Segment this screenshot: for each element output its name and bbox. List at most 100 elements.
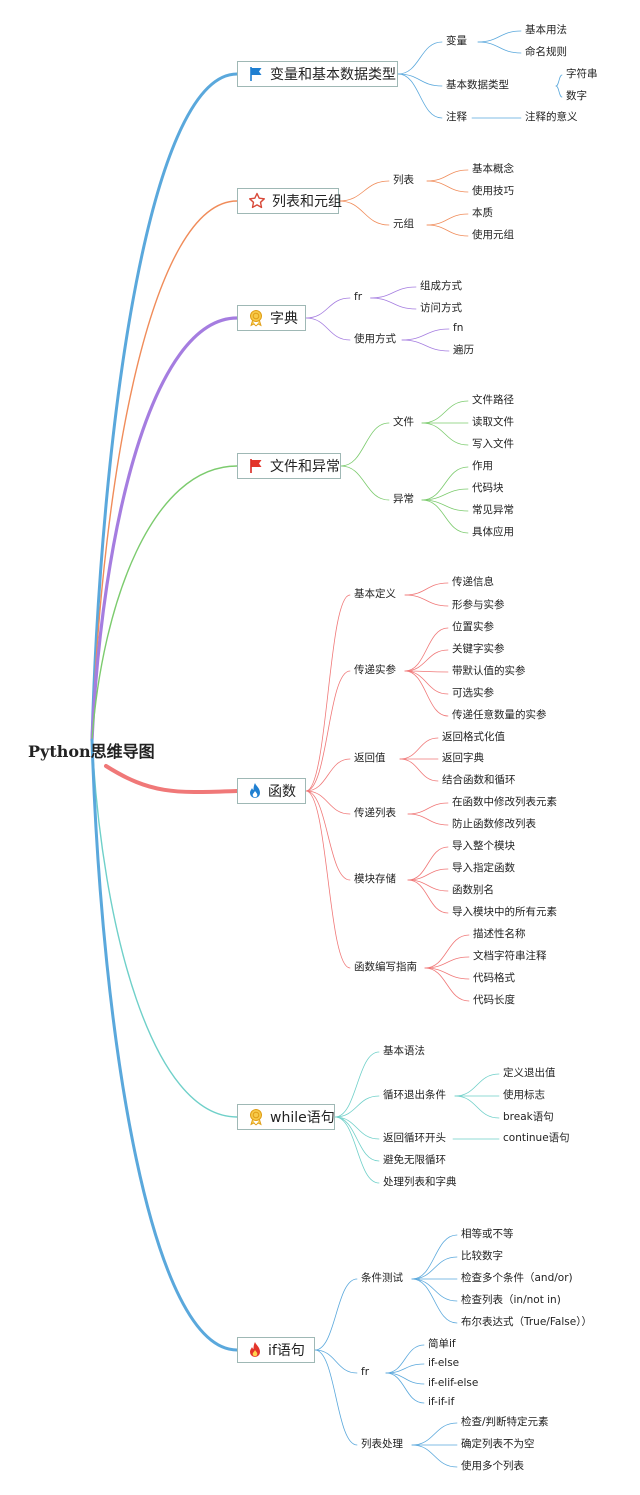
leaf-node[interactable]: 确定列表不为空 bbox=[461, 1438, 535, 1450]
leaf-node[interactable]: 可选实参 bbox=[452, 687, 494, 699]
main-branch-line bbox=[90, 738, 239, 1352]
subtopic-node[interactable]: 模块存储 bbox=[354, 873, 396, 885]
leaf-node[interactable]: 使用元组 bbox=[472, 229, 514, 241]
leaf-node[interactable]: 常见异常 bbox=[472, 504, 514, 516]
blue-flag-icon bbox=[248, 65, 264, 83]
leaf-node[interactable]: continue语句 bbox=[503, 1132, 570, 1144]
leaf-node[interactable]: 关键字实参 bbox=[452, 643, 505, 655]
subtopic-node[interactable]: 传递列表 bbox=[354, 807, 396, 819]
branch-functions[interactable]: 函数 bbox=[237, 778, 306, 804]
leaf-node[interactable]: 在函数中修改列表元素 bbox=[452, 796, 557, 808]
subtopic-node[interactable]: 注释 bbox=[446, 111, 467, 123]
subtopic-node[interactable]: fr bbox=[361, 1366, 370, 1378]
subtopic-node[interactable]: 函数编写指南 bbox=[354, 961, 417, 973]
leaf-node[interactable]: 访问方式 bbox=[420, 302, 462, 314]
leaf-node[interactable]: 形参与实参 bbox=[452, 599, 505, 611]
leaf-node[interactable]: 数字 bbox=[566, 90, 587, 102]
leaf-node[interactable]: 具体应用 bbox=[472, 526, 514, 538]
leaf-connector-line bbox=[399, 758, 439, 782]
leaf-node[interactable]: 本质 bbox=[472, 207, 493, 219]
leaf-node[interactable]: 使用技巧 bbox=[472, 185, 514, 197]
subtopic-node[interactable]: 条件测试 bbox=[361, 1272, 403, 1284]
subtopic-node[interactable]: 处理列表和字典 bbox=[383, 1176, 457, 1188]
leaf-node[interactable]: 作用 bbox=[472, 460, 493, 472]
leaf-node[interactable]: 检查列表（in/not in) bbox=[461, 1294, 561, 1306]
branch-variables[interactable]: 变量和基本数据类型 bbox=[237, 61, 398, 87]
branch-files-exceptions[interactable]: 文件和异常 bbox=[237, 453, 341, 479]
leaf-node[interactable]: 返回格式化值 bbox=[442, 731, 505, 743]
subtopic-node[interactable]: 元组 bbox=[393, 218, 414, 230]
leaf-node[interactable]: 写入文件 bbox=[472, 438, 514, 450]
leaf-node[interactable]: fn bbox=[453, 322, 464, 334]
leaf-node[interactable]: 基本用法 bbox=[525, 24, 567, 36]
leaf-connector-line bbox=[421, 466, 469, 501]
leaf-node[interactable]: 结合函数和循环 bbox=[442, 774, 516, 786]
leaf-node[interactable]: 导入整个模块 bbox=[452, 840, 515, 852]
award-icon bbox=[248, 309, 264, 327]
sub-branch-line bbox=[305, 790, 351, 881]
leaf-connector-line bbox=[407, 846, 449, 881]
subtopic-node[interactable]: 传递实参 bbox=[354, 664, 396, 676]
subtopic-node[interactable]: 避免无限循环 bbox=[383, 1154, 446, 1166]
leaf-node[interactable]: 文件路径 bbox=[472, 394, 514, 406]
red-flag-icon bbox=[248, 457, 264, 475]
leaf-node[interactable]: 导入指定函数 bbox=[452, 862, 515, 874]
subtopic-node[interactable]: 返回循环开头 bbox=[383, 1132, 446, 1144]
leaf-connector-line bbox=[421, 422, 469, 446]
branch-lists-tuples[interactable]: 列表和元组 bbox=[237, 188, 342, 214]
subtopic-node[interactable]: 列表 bbox=[393, 174, 414, 186]
subtopic-node[interactable]: 变量 bbox=[446, 35, 467, 47]
subtopic-node[interactable]: 列表处理 bbox=[361, 1438, 403, 1450]
leaf-node[interactable]: 命名规则 bbox=[525, 46, 567, 58]
subtopic-node[interactable]: 返回值 bbox=[354, 752, 386, 764]
subtopic-node[interactable]: 文件 bbox=[393, 416, 414, 428]
leaf-node[interactable]: 防止函数修改列表 bbox=[452, 818, 536, 830]
leaf-node[interactable]: 布尔表达式（True/False）） bbox=[461, 1316, 592, 1328]
subtopic-node[interactable]: 基本数据类型 bbox=[446, 79, 509, 91]
subtopic-node[interactable]: fr bbox=[354, 291, 363, 303]
leaf-node[interactable]: 返回字典 bbox=[442, 752, 484, 764]
leaf-node[interactable]: 代码格式 bbox=[473, 972, 515, 984]
leaf-node[interactable]: 相等或不等 bbox=[461, 1228, 514, 1240]
leaf-node[interactable]: 比较数字 bbox=[461, 1250, 503, 1262]
leaf-node[interactable]: 带默认值的实参 bbox=[452, 665, 526, 677]
leaf-node[interactable]: 遍历 bbox=[453, 344, 474, 356]
subtopic-node[interactable]: 异常 bbox=[393, 493, 414, 505]
leaf-node[interactable]: 文档字符串注释 bbox=[473, 950, 547, 962]
leaf-node[interactable]: 检查多个条件（and/or) bbox=[461, 1272, 573, 1284]
branch-dictionary[interactable]: 字典 bbox=[237, 305, 306, 331]
leaf-connector-line bbox=[404, 594, 449, 607]
leaf-node[interactable]: 简单if bbox=[428, 1338, 456, 1350]
leaf-node[interactable]: 导入模块中的所有元素 bbox=[452, 906, 557, 918]
leaf-node[interactable]: 检查/判断特定元素 bbox=[461, 1416, 549, 1428]
leaf-node[interactable]: 组成方式 bbox=[420, 280, 462, 292]
leaf-node[interactable]: break语句 bbox=[503, 1111, 554, 1123]
leaf-node[interactable]: 传递信息 bbox=[452, 576, 494, 588]
subtopic-node[interactable]: 循环退出条件 bbox=[383, 1089, 446, 1101]
leaf-node[interactable]: 位置实参 bbox=[452, 621, 494, 633]
leaf-node[interactable]: 代码长度 bbox=[473, 994, 515, 1006]
subtopic-node[interactable]: 基本定义 bbox=[354, 588, 396, 600]
leaf-connector-line bbox=[404, 627, 449, 672]
leaf-node[interactable]: 函数别名 bbox=[452, 884, 494, 896]
branch-while-statement[interactable]: while语句 bbox=[237, 1104, 335, 1130]
leaf-node[interactable]: 读取文件 bbox=[472, 416, 514, 428]
subtopic-node[interactable]: 使用方式 bbox=[354, 333, 396, 345]
subtopic-node[interactable]: 基本语法 bbox=[383, 1045, 425, 1057]
leaf-node[interactable]: 代码块 bbox=[472, 482, 504, 494]
leaf-connector-line bbox=[426, 213, 469, 226]
branch-if-statement[interactable]: if语句 bbox=[237, 1337, 315, 1363]
leaf-node[interactable]: if-else bbox=[428, 1357, 460, 1369]
leaf-node[interactable]: 使用多个列表 bbox=[461, 1460, 524, 1472]
leaf-connector-line bbox=[404, 670, 449, 695]
leaf-node[interactable]: 定义退出值 bbox=[503, 1067, 556, 1079]
leaf-node[interactable]: 传递任意数量的实参 bbox=[452, 709, 547, 721]
leaf-node[interactable]: 基本概念 bbox=[472, 163, 514, 175]
leaf-node[interactable]: 使用标志 bbox=[503, 1089, 545, 1101]
leaf-node[interactable]: 注释的意义 bbox=[525, 111, 578, 123]
leaf-node[interactable]: if-if-if bbox=[428, 1396, 455, 1408]
leaf-connector-line bbox=[370, 286, 417, 299]
leaf-node[interactable]: 描述性名称 bbox=[473, 928, 526, 940]
leaf-node[interactable]: if-elif-else bbox=[428, 1377, 479, 1389]
leaf-node[interactable]: 字符串 bbox=[566, 68, 598, 80]
